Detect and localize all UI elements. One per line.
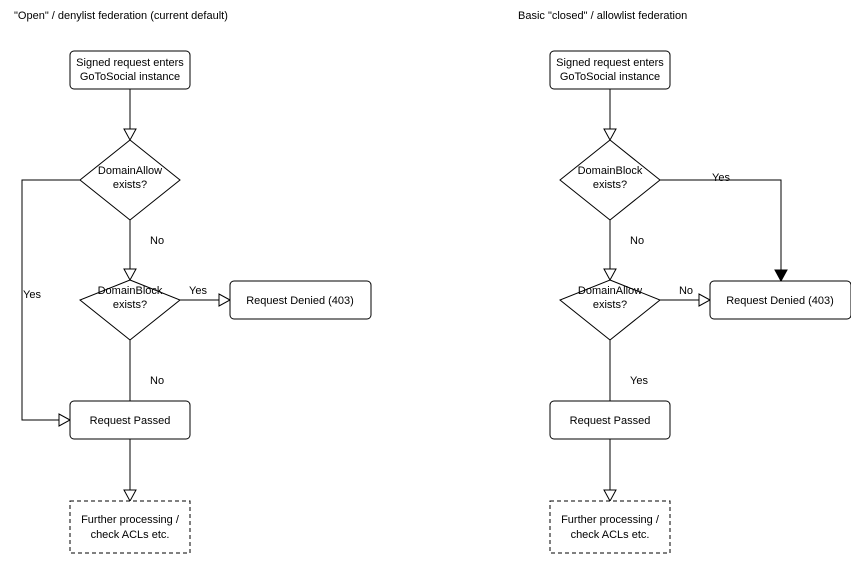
arrowhead-entry-to-decision1-right [603,128,617,142]
node-entry-right-line1: Signed request enters [556,57,664,69]
arrowhead-decision1-no-right [603,268,617,282]
edge-label-decision2-yes-left: Yes [189,285,207,297]
edge-label-decision1-no-right: No [630,235,644,247]
node-further-processing-right-line2: check ACLs etc. [571,529,650,541]
node-further-processing-right [549,500,671,554]
arrowhead-passed-to-further-left [123,489,137,503]
node-further-processing-left [69,500,191,554]
panel-closed-allowlist: Basic "closed" / allowlist federation Si… [518,10,851,554]
edge-label-decision2-no-right: No [679,285,693,297]
node-request-denied-right [709,280,851,320]
node-decision-domainblock-left-line2: exists? [113,299,147,311]
node-decision-domainblock-right-line1: DomainBlock [578,165,643,177]
edge-label-decision2-no-left: No [150,375,164,387]
arrowhead-passed-to-further-right [603,489,617,503]
panel-title-right: Basic "closed" / allowlist federation [518,10,687,22]
node-further-processing-left-line1: Further processing / [81,514,180,526]
edge-label-decision1-no-left: No [150,235,164,247]
arrowhead-decision2-yes-left [218,293,232,307]
panel-title-left: "Open" / denylist federation (current de… [14,10,228,22]
edge-label-decision1-yes-left: Yes [23,289,41,301]
edge-decision1-yes-right [660,179,782,272]
node-decision-domainallow-left-line2: exists? [113,179,147,191]
edge-label-decision2-yes-right: Yes [630,375,648,387]
node-request-passed-left-label: Request Passed [90,415,171,427]
node-decision-domainallow-left-line1: DomainAllow [98,165,162,177]
panel-open-denylist: "Open" / denylist federation (current de… [14,10,372,554]
arrowhead-decision1-yes-right [774,269,788,283]
node-entry-left-line2: GoToSocial instance [80,71,180,83]
arrowhead-entry-to-decision1-left [123,128,137,142]
node-decision-domainblock-right-line2: exists? [593,179,627,191]
edge-label-decision1-yes-right: Yes [712,172,730,184]
node-decision-domainblock-left-line1: DomainBlock [98,285,163,297]
node-request-denied-right-label: Request Denied (403) [726,295,834,307]
node-further-processing-left-line2: check ACLs etc. [91,529,170,541]
arrowhead-decision2-no-right [698,293,712,307]
arrowhead-decision1-no-left [123,268,137,282]
node-further-processing-right-line1: Further processing / [561,514,660,526]
node-request-denied-left-label: Request Denied (403) [246,295,354,307]
node-entry-right-line2: GoToSocial instance [560,71,660,83]
node-request-passed-right-label: Request Passed [570,415,651,427]
arrowhead-decision1-yes-left [58,413,72,427]
node-request-denied-left [229,280,372,320]
edge-decision1-yes-left [21,179,80,421]
node-decision-domainallow-right-line2: exists? [593,299,627,311]
node-decision-domainallow-right-line1: DomainAllow [578,285,642,297]
node-entry-left-line1: Signed request enters [76,57,184,69]
